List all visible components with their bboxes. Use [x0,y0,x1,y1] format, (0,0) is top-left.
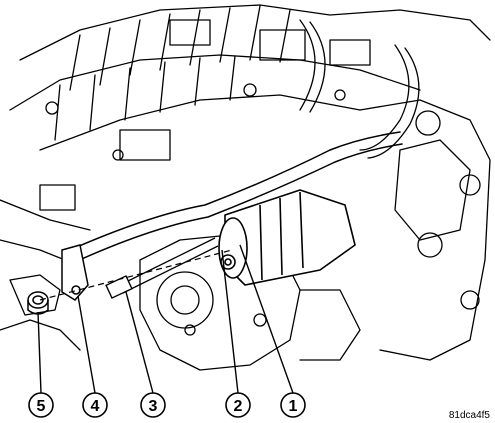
leader-lines [37,244,294,394]
callout-3: 3 [140,392,166,418]
leader-line-3 [125,291,154,394]
callout-number: 4 [91,398,100,415]
leader-line-1 [239,244,294,394]
battery-cable [69,131,403,263]
callout-number: 3 [149,398,158,415]
callout-circle [225,392,251,418]
callout-4: 4 [82,392,108,418]
terminal-nut [27,291,49,315]
solenoid-connector [105,275,133,299]
callout-number: 1 [289,398,298,415]
solenoid-wire [119,237,219,294]
callout-1: 1 [280,392,306,418]
leader-line-2 [221,249,239,394]
cable-terminal-eyelet [61,244,89,301]
starter-motor [218,189,356,286]
engine-block-lineart [0,4,491,371]
callout-2: 2 [225,392,251,418]
callout-number: 5 [37,398,46,415]
callout-5: 5 [28,392,54,418]
callout-circle [140,392,166,418]
leader-line-4 [77,295,96,394]
figure-reference-code: 81dca4f5 [449,410,491,421]
leader-line-5 [37,311,42,394]
callout-circle [82,392,108,418]
callout-circle [280,392,306,418]
callout-circle [28,392,54,418]
assembly-dashed-line [39,249,233,301]
callout-number: 2 [234,398,243,415]
